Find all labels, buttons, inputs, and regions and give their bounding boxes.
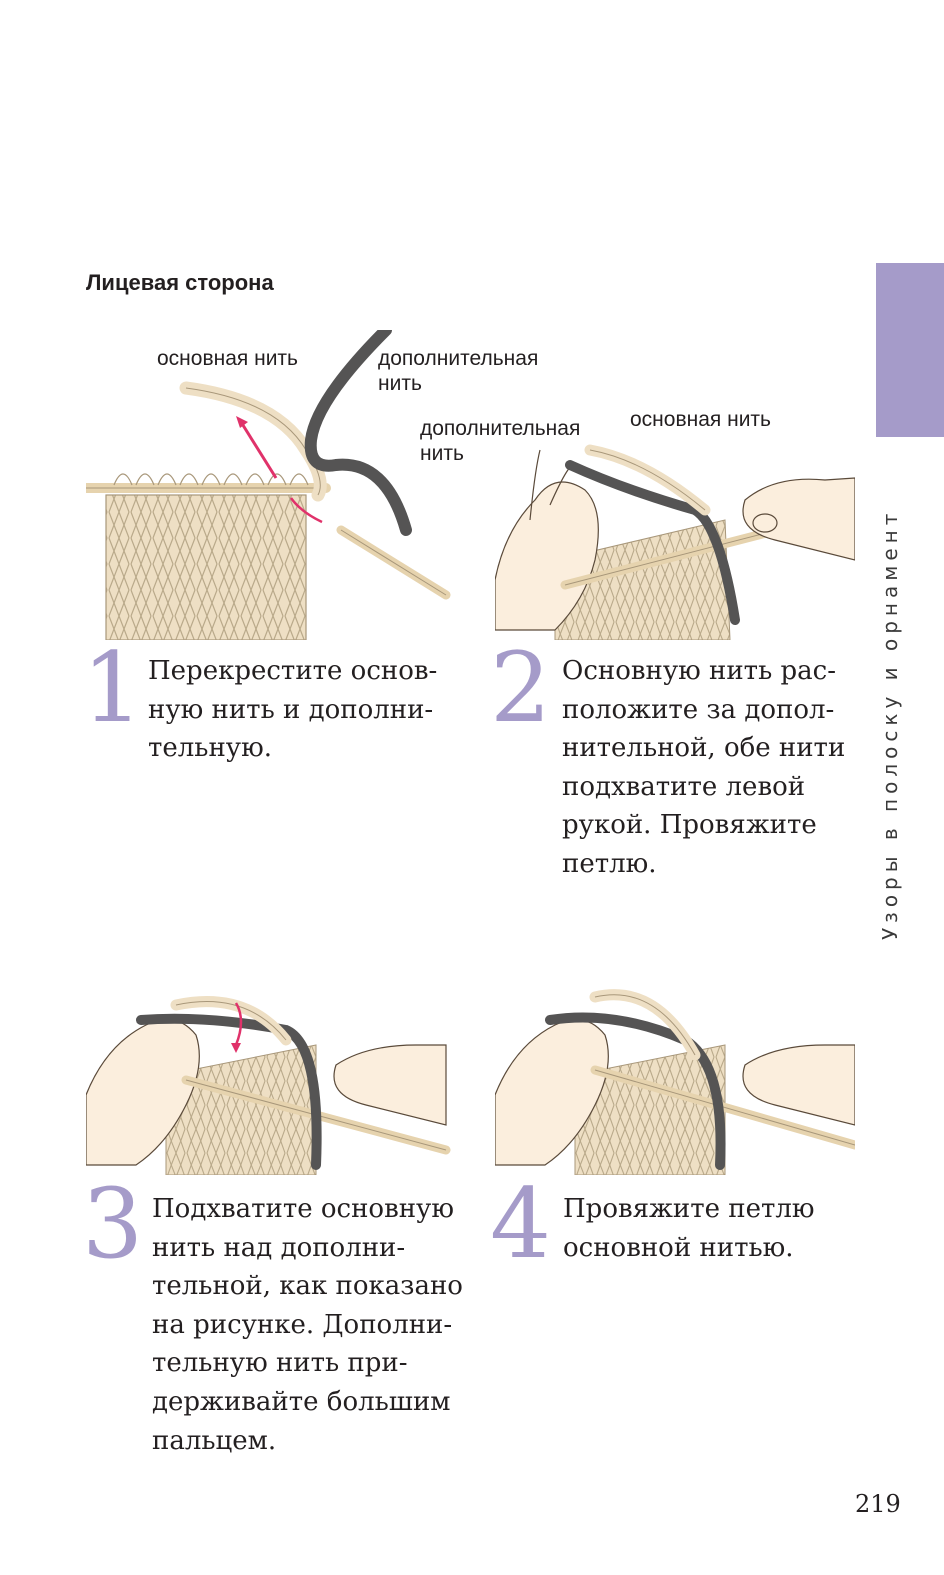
label-extra-yarn-1b: нить	[378, 372, 422, 395]
section-heading: Лицевая сторона	[86, 270, 274, 295]
step-number-4: 4	[490, 1168, 552, 1280]
label-main-yarn-1: основная нить	[157, 347, 298, 370]
illustration-step-2	[495, 444, 855, 640]
step-number-3: 3	[82, 1168, 144, 1280]
chapter-title-vertical: Узоры в полоску и орнамент	[878, 509, 918, 1380]
step-number-2: 2	[490, 632, 552, 744]
step-number-1: 1	[82, 632, 144, 744]
step-text-4: Провяжите петлю основной нитью.	[563, 1194, 815, 1263]
label-extra-yarn-2a: дополнительная	[420, 417, 581, 440]
label-extra-yarn-1a: дополнительная	[378, 347, 539, 370]
step-text-2: Основную нить рас- положите за допол- ни…	[562, 656, 846, 879]
step-text-3: Подхватите основную нить над дополни- те…	[152, 1194, 463, 1456]
chapter-title-text: Узоры в полоску и орнамент	[878, 508, 902, 940]
illustration-step-4	[495, 989, 855, 1175]
chapter-tab	[876, 263, 944, 437]
step-text-1: Перекрестите основ- ную нить и дополни- …	[148, 656, 438, 764]
illustration-step-3	[86, 996, 451, 1175]
page-number: 219	[855, 1490, 901, 1518]
label-main-yarn-2: основная нить	[630, 408, 771, 431]
illustration-step-1	[86, 330, 451, 640]
label-extra-yarn-2b: нить	[420, 442, 464, 465]
